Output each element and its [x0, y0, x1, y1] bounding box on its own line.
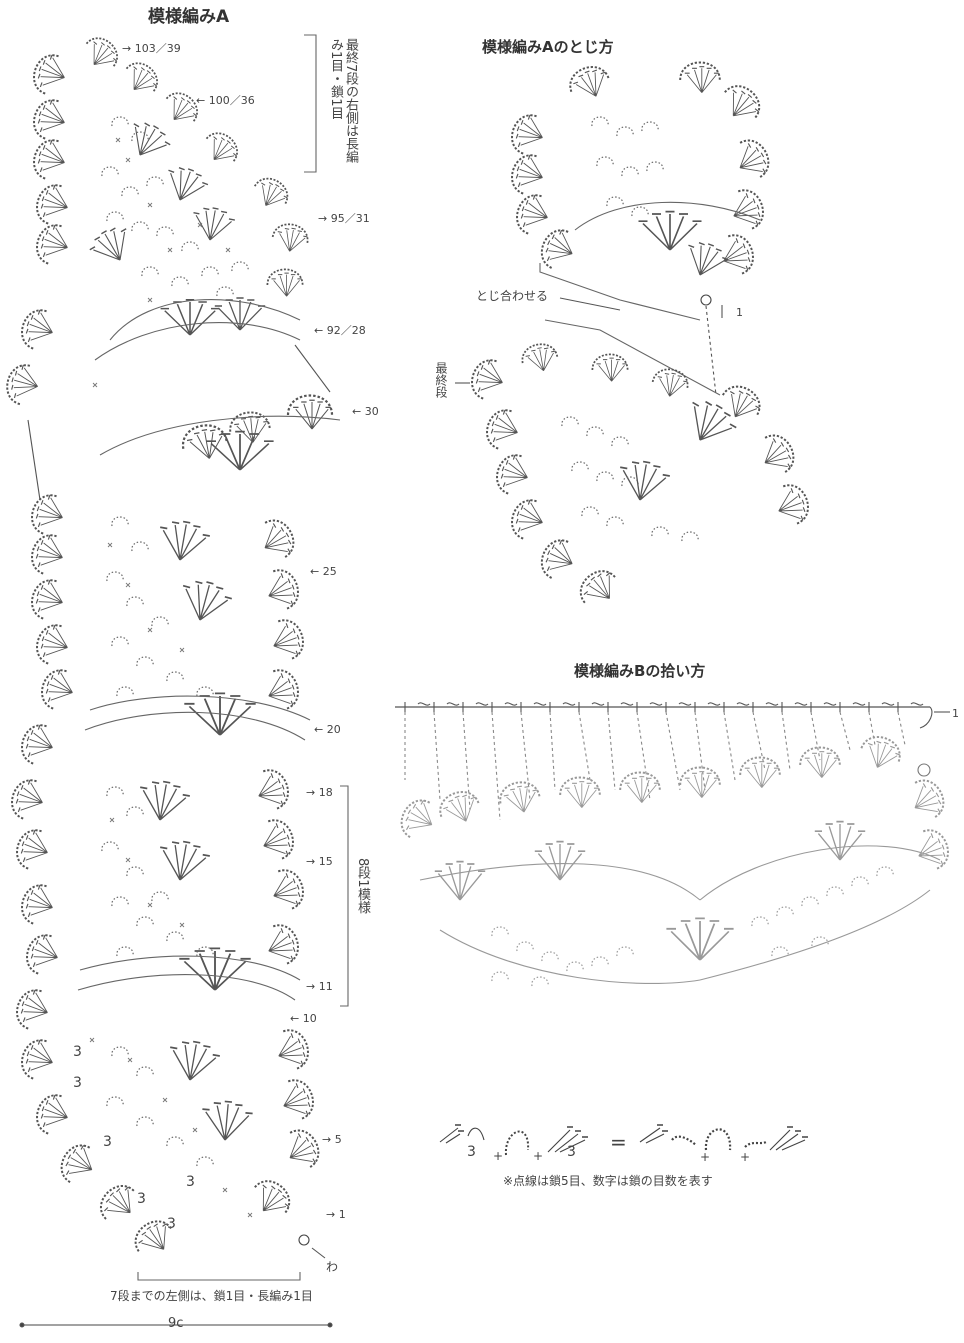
width-label: 9c — [168, 1316, 184, 1331]
legend-note: ※点線は鎖5目、数字は鎖の目数を表す — [503, 1174, 713, 1188]
row-label-5: → 5 — [322, 1133, 342, 1146]
chain-count: 3 — [167, 1216, 176, 1232]
chain-count: 3 — [137, 1191, 146, 1207]
legend-plus: + — [493, 1149, 504, 1163]
row-label-30: ← 30 — [352, 405, 379, 418]
chain-count: 3 — [73, 1044, 82, 1060]
title-pattern-a: 模様編みA — [148, 7, 230, 27]
row-label-1: → 1 — [326, 1208, 346, 1221]
chain-count: 3 — [73, 1075, 82, 1091]
pickup-diagram — [395, 702, 953, 987]
row-label-20: ← 20 — [314, 723, 341, 736]
row-label-103: → 103／39 — [122, 42, 181, 55]
row-label-18: → 18 — [306, 786, 333, 799]
legend-equals: = — [610, 1130, 627, 1154]
ring-label: わ — [326, 1260, 339, 1274]
chain-count: 3 — [186, 1174, 195, 1190]
left-side-note: 7段までの左側は、鎖1目・長編み1目 — [110, 1289, 313, 1303]
repeat-note: 8段1模様 — [355, 858, 370, 914]
row-label-92: ← 92／28 — [314, 324, 366, 337]
right-side-note: 最終7段の右側は長編み1目・鎖1目 — [328, 38, 358, 164]
chain-count: 3 — [103, 1134, 112, 1150]
pattern-a-top — [3, 32, 317, 408]
row-label-95: → 95／31 — [318, 212, 370, 225]
join-row-1: 1 — [736, 306, 743, 319]
title-joining-a: 模様編みAのとじ方 — [482, 38, 614, 56]
legend-plus: + — [700, 1150, 711, 1164]
legend-plus: + — [533, 1149, 544, 1163]
row-label-100: ← 100／36 — [196, 94, 255, 107]
final-row-label: 最終段 — [434, 362, 448, 398]
legend-three-right: 3 — [567, 1144, 576, 1160]
pickup-row-1: 1 — [952, 707, 959, 720]
stitch-legend — [439, 1124, 808, 1156]
row-label-11: → 11 — [306, 980, 333, 993]
joining-diagram — [455, 62, 813, 613]
join-together-label: とじ合わせる — [476, 289, 549, 303]
pattern-a-bottom — [7, 396, 349, 1328]
legend-three-left: 3 — [467, 1144, 476, 1160]
legend-plus: + — [740, 1150, 751, 1164]
title-pickup-b: 模様編みBの拾い方 — [574, 662, 706, 680]
row-label-25: ← 25 — [310, 565, 337, 578]
row-label-15: → 15 — [306, 855, 333, 868]
row-label-10: ← 10 — [290, 1012, 317, 1025]
